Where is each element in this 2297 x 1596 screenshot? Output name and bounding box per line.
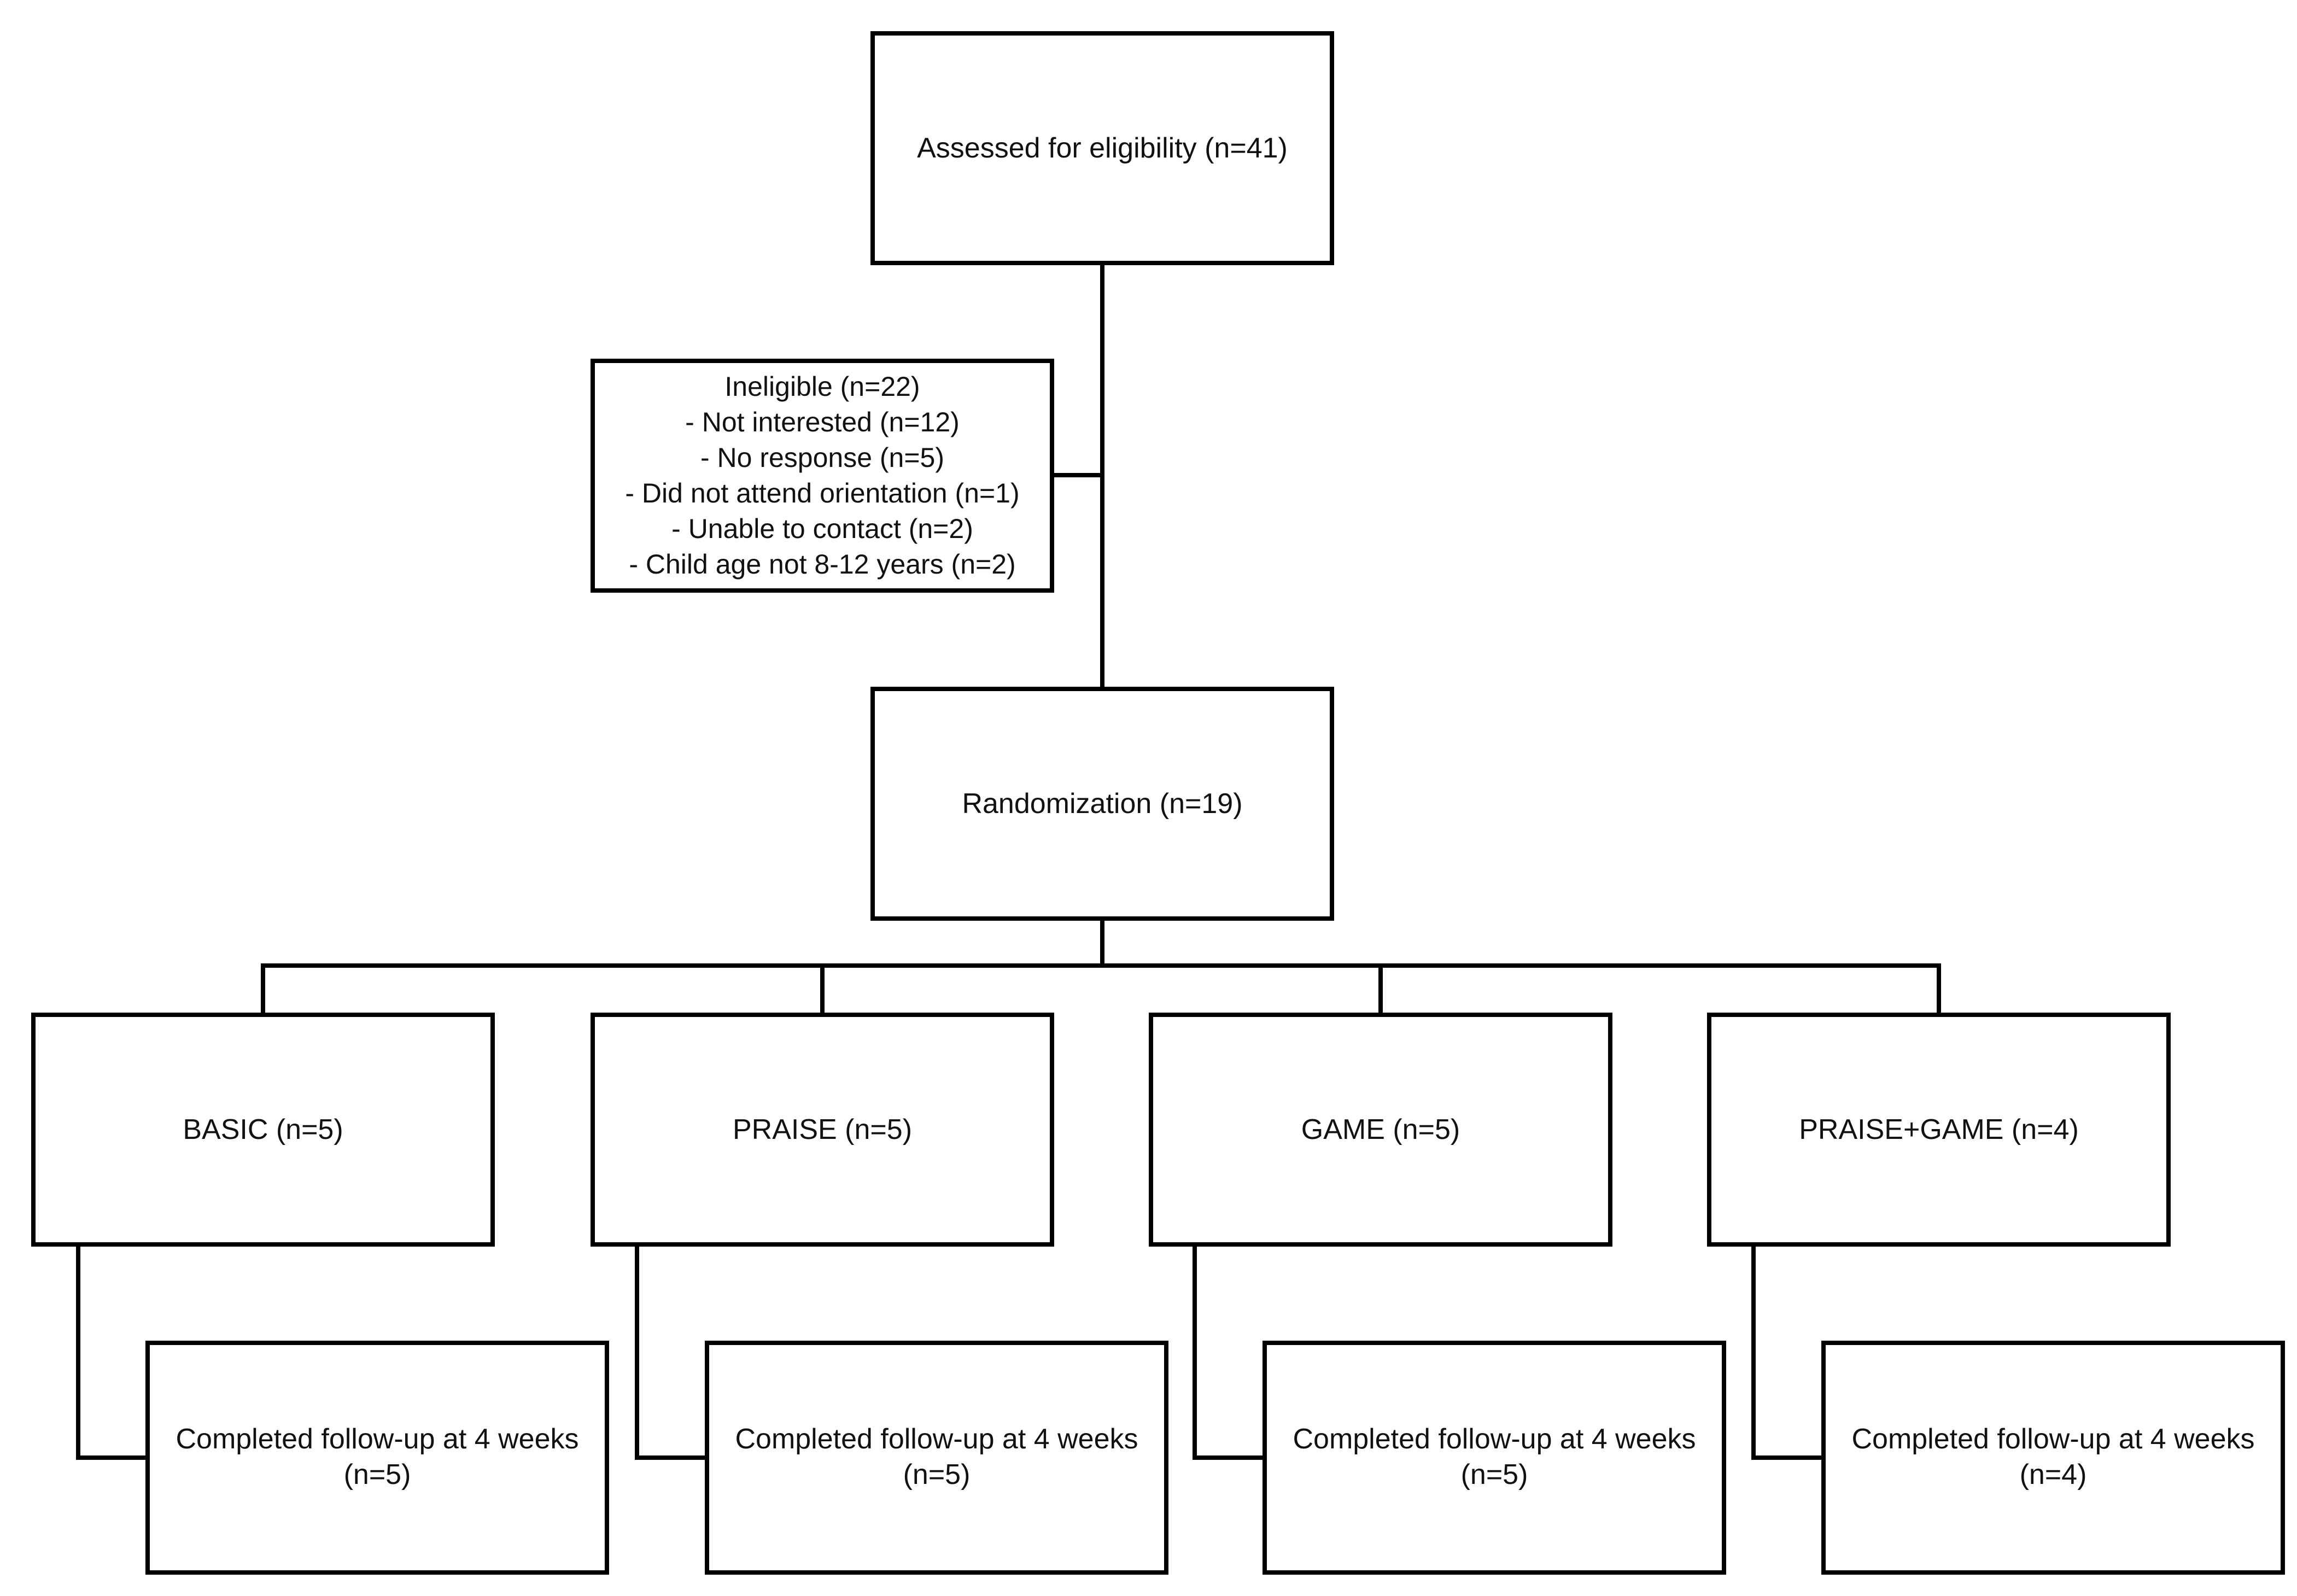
followup-label: Completed follow-up at 4 weeks [176,1423,579,1455]
followup-basic-box: Completed follow-up at 4 weeks (n=5) [145,1341,609,1575]
connector-game-to-followup [1193,1244,1265,1460]
arm-game-box: GAME (n=5) [1149,1013,1612,1247]
arm-basic-box: BASIC (n=5) [31,1013,495,1247]
followup-count: (n=5) [903,1459,971,1490]
randomization-box: Randomization (n=19) [870,687,1334,921]
ineligible-title: Ineligible (n=22) [724,371,920,402]
connector-basic-to-followup [76,1244,148,1460]
ineligible-reason: - No response (n=5) [700,442,945,473]
connector-praise-to-followup [635,1244,707,1460]
followup-count: (n=4) [2019,1459,2087,1490]
assessed-label: Assessed for eligibility (n=41) [917,132,1288,164]
ineligible-reason: - Child age not 8-12 years (n=2) [629,549,1016,580]
connector-praise-game-to-followup [1751,1244,1823,1460]
followup-count: (n=5) [1460,1459,1528,1490]
arm-label: BASIC (n=5) [183,1113,343,1145]
followup-label: Completed follow-up at 4 weeks [735,1423,1138,1455]
assessed-box: Assessed for eligibility (n=41) [870,31,1334,265]
arm-praise-box: PRAISE (n=5) [591,1013,1054,1247]
randomization-label: Randomization (n=19) [962,787,1243,820]
followup-label: Completed follow-up at 4 weeks [1293,1423,1696,1455]
ineligible-reason: - Unable to contact (n=2) [671,513,973,544]
arm-praise-game-box: PRAISE+GAME (n=4) [1707,1013,2171,1247]
arm-label: PRAISE (n=5) [732,1113,913,1145]
ineligible-reason: - Did not attend orientation (n=1) [625,478,1020,508]
followup-praise-box: Completed follow-up at 4 weeks (n=5) [705,1341,1168,1575]
arm-label: PRAISE+GAME (n=4) [1799,1113,2079,1145]
arm-label: GAME (n=5) [1301,1113,1460,1145]
ineligible-reason: - Not interested (n=12) [685,407,960,437]
followup-label: Completed follow-up at 4 weeks [1851,1423,2255,1455]
followup-game-box: Completed follow-up at 4 weeks (n=5) [1263,1341,1726,1575]
followup-count: (n=5) [343,1459,411,1490]
ineligible-box: Ineligible (n=22) - Not interested (n=12… [591,359,1054,593]
followup-praise-game-box: Completed follow-up at 4 weeks (n=4) [1821,1341,2285,1575]
